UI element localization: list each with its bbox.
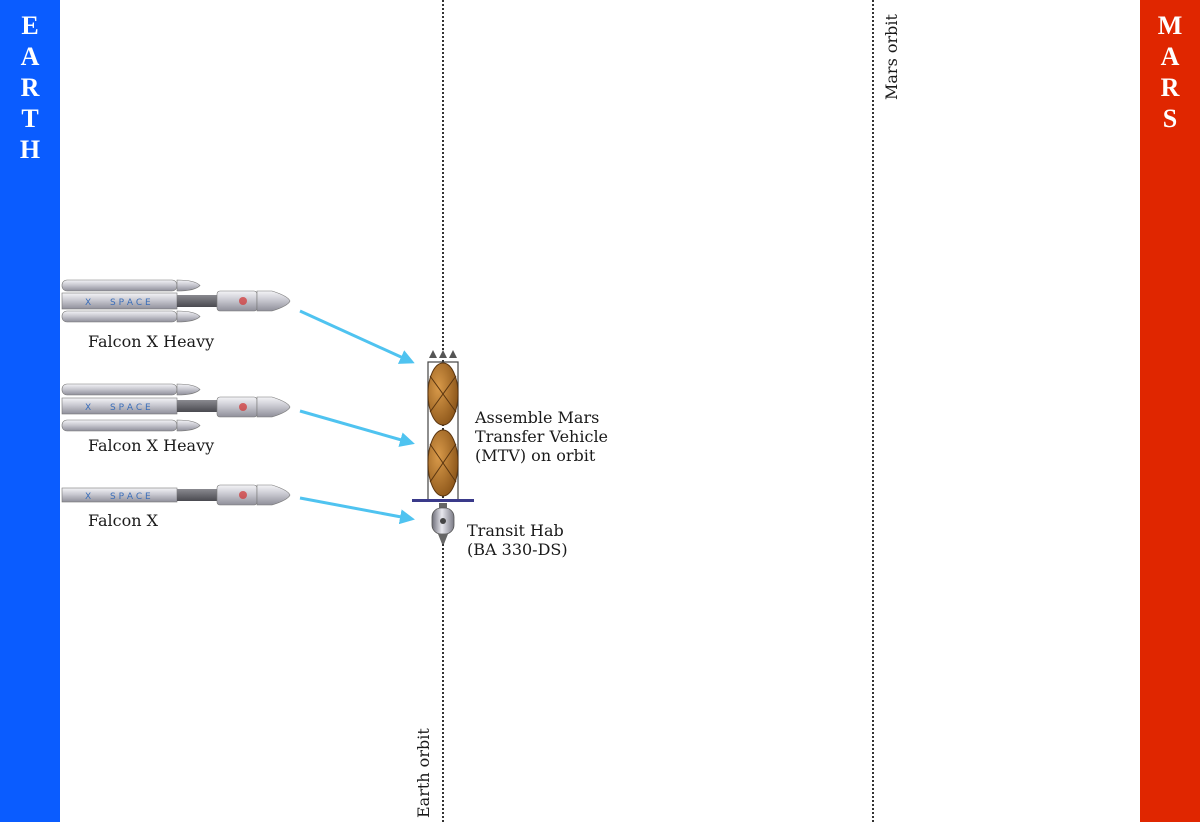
mtv-label-line: Transfer Vehicle (475, 427, 609, 446)
arrow-to-hab (299, 496, 415, 525)
falcon-x-heavy-rocket: X S P A C E (61, 383, 291, 432)
arrow-to-mtv (299, 409, 415, 447)
launcher-label: Falcon X Heavy (88, 436, 215, 455)
earth-letter: A (20, 42, 40, 71)
arrow-to-mtv (299, 309, 415, 364)
falcon-x-rocket: X S P A C E (61, 484, 291, 506)
svg-text:S P A C E: S P A C E (110, 492, 151, 502)
mars-letter: M (1157, 11, 1183, 40)
mars-orbit-line (872, 0, 874, 822)
svg-text:X: X (85, 298, 91, 308)
mars-letter: A (1160, 42, 1180, 71)
earth-letter: E (21, 11, 39, 40)
hab-label-line: Transit Hab (467, 521, 564, 540)
mtv-label-line: Assemble Mars (475, 408, 600, 427)
svg-text:S P A C E: S P A C E (110, 403, 151, 413)
earth-letter: R (20, 73, 40, 102)
hab-label: Transit Hab (BA 330-DS) (467, 521, 568, 559)
hab-label-line: (BA 330-DS) (467, 540, 568, 559)
mars-letter: R (1160, 73, 1180, 102)
falcon-x-heavy-rocket: X S P A C E (61, 279, 291, 323)
launcher-label: Falcon X Heavy (88, 332, 215, 351)
mars-band-title: M A R S (1140, 10, 1200, 134)
mtv-label-line: (MTV) on orbit (475, 446, 596, 465)
mars-transfer-vehicle (412, 350, 474, 502)
svg-text:S P A C E: S P A C E (110, 298, 151, 308)
earth-letter: T (21, 104, 39, 133)
launcher-label: Falcon X (88, 511, 159, 530)
transit-hab-module (431, 503, 455, 544)
earth-letter: H (19, 135, 41, 164)
svg-text:X: X (85, 492, 91, 502)
earth-band: E A R T H (0, 0, 60, 822)
mtv-label: Assemble Mars Transfer Vehicle (MTV) on … (475, 408, 608, 465)
mars-letter: S (1162, 104, 1178, 133)
svg-text:X: X (85, 403, 91, 413)
earth-band-title: E A R T H (0, 10, 60, 165)
mars-band: M A R S (1140, 0, 1200, 822)
